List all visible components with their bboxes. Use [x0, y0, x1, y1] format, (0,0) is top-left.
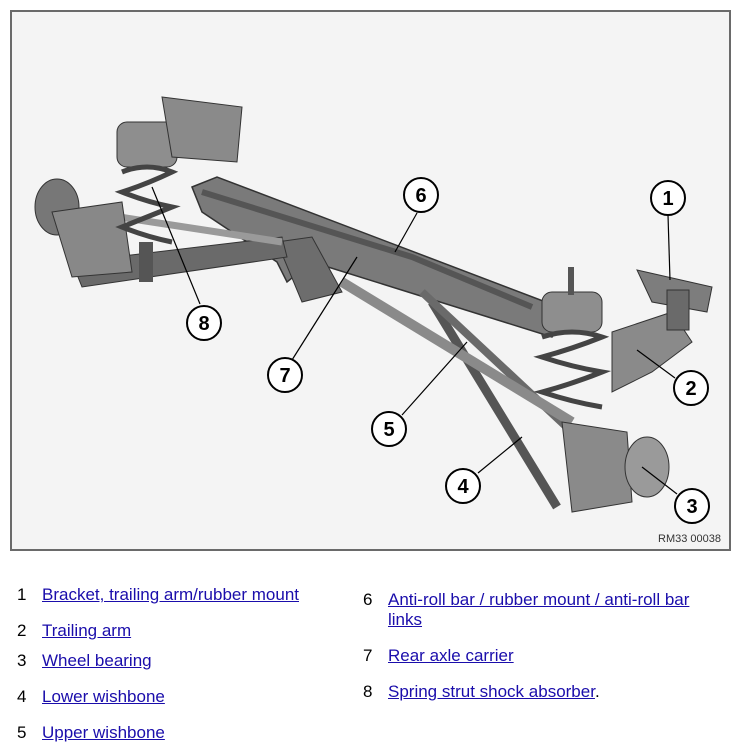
legend-number: 4: [17, 687, 27, 706]
left-spring-shape: [114, 164, 181, 245]
legend-suffix: .: [594, 682, 600, 701]
legend-link-bracket[interactable]: Bracket, trailing arm/rubber mount: [42, 585, 299, 604]
leader-line-4: [477, 436, 523, 474]
callout-label-2: 2: [685, 378, 696, 400]
left-wishbone-shape: [71, 236, 288, 288]
right-top-mount-shape: [541, 291, 603, 333]
legend-link-rear-axle-carrier[interactable]: Rear axle carrier: [388, 646, 514, 665]
callout-5: 5: [371, 411, 407, 447]
callout-4: 4: [445, 468, 481, 504]
legend-link-trailing-arm[interactable]: Trailing arm: [42, 621, 132, 640]
callout-label-7: 7: [279, 365, 290, 387]
left-damper-shape: [139, 242, 153, 282]
callout-7: 7: [267, 357, 303, 393]
rear-trailing-link-shape: [339, 277, 575, 427]
leader-line-3: [641, 466, 678, 495]
callout-3: 3: [674, 488, 710, 524]
callout-1: 1: [650, 180, 686, 216]
callout-label-1: 1: [662, 188, 673, 210]
callout-6: 6: [403, 177, 439, 213]
legend-link-wheel-bearing[interactable]: Wheel bearing: [42, 651, 152, 670]
axle-illustration: 1 2 3 4 5 6 7 8: [34, 96, 713, 524]
left-knuckle-shape: [51, 201, 133, 278]
bracket-mount-shape: [666, 289, 690, 331]
legend-number: 3: [17, 651, 27, 670]
callout-label-6: 6: [415, 185, 426, 207]
legend-number: 8: [363, 682, 373, 701]
anti-roll-bar-shape: [201, 189, 534, 310]
legend-item-6: 6 Anti-roll bar / rubber mount / anti-ro…: [363, 590, 723, 634]
legend-link-anti-roll-bar[interactable]: Anti-roll bar / rubber mount / anti-roll…: [388, 590, 690, 629]
callout-8: 8: [186, 305, 222, 341]
callout-2: 2: [673, 370, 709, 406]
leader-lines: [151, 186, 678, 495]
legend-number: 2: [17, 621, 27, 640]
callout-label-8: 8: [198, 313, 209, 335]
legend-link-spring-strut[interactable]: Spring strut shock absorber: [388, 682, 595, 701]
figure-reference: RM33 00038: [658, 533, 721, 545]
leader-line-7: [291, 256, 358, 361]
legend-text-wrap: Spring strut shock absorber.: [388, 682, 600, 702]
leader-line-2: [636, 349, 676, 379]
callout-label-4: 4: [457, 476, 469, 498]
callout-label-3: 3: [686, 496, 697, 518]
leader-line-5: [401, 341, 468, 416]
leader-line-6: [394, 212, 418, 253]
legend-number: 7: [363, 646, 373, 665]
right-knuckle-shape: [561, 421, 633, 513]
trailing-arm-shape: [611, 311, 693, 393]
right-strut-rod-shape: [568, 267, 574, 295]
carrier-lower-shape: [276, 236, 343, 303]
right-lower-wishbone-shape: [428, 299, 561, 510]
right-spring-shape: [533, 329, 612, 410]
leader-line-8: [151, 186, 201, 305]
axle-diagram: 1 2 3 4 5 6 7 8 RM33 00038: [10, 10, 731, 551]
legend-number: 5: [17, 723, 27, 742]
legend-number: 1: [17, 585, 27, 604]
legend-number: 6: [363, 590, 373, 609]
leader-line-1: [667, 214, 671, 281]
left-bracket-shape: [161, 96, 243, 163]
legend-link-upper-wishbone[interactable]: Upper wishbone: [42, 723, 165, 742]
right-hub-shape: [624, 436, 670, 498]
callout-label-5: 5: [383, 419, 394, 441]
legend-link-lower-wishbone[interactable]: Lower wishbone: [42, 687, 165, 706]
